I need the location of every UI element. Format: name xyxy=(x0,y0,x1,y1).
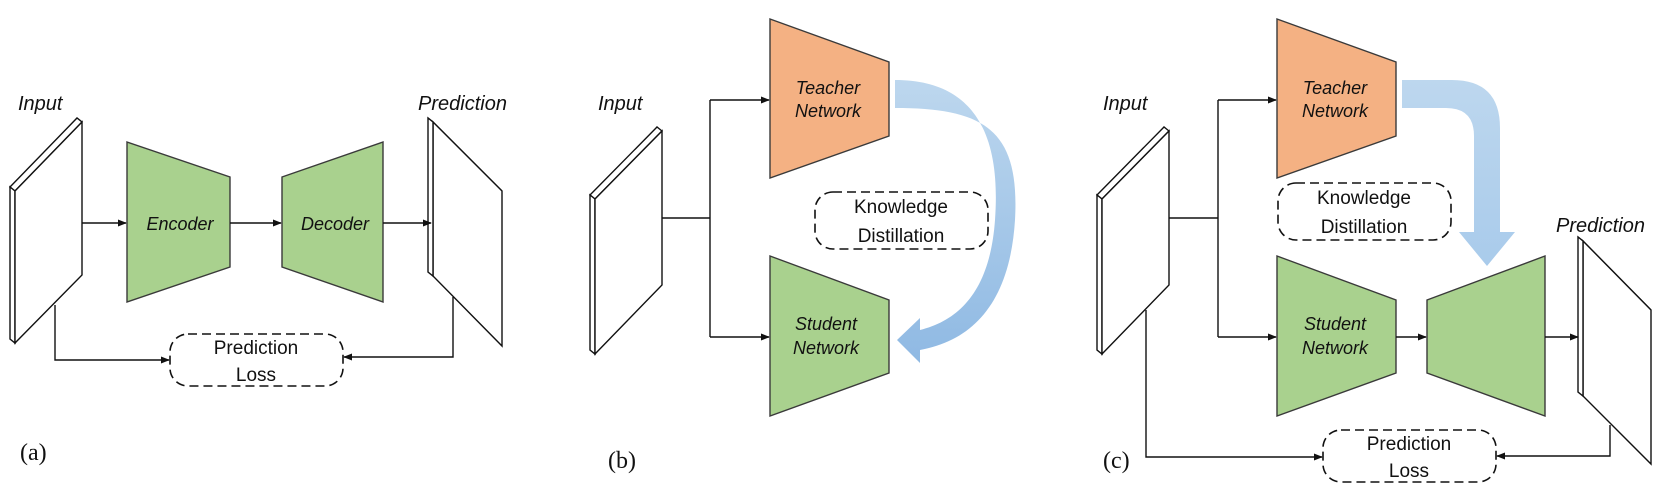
panel-b-kd-line2: Distillation xyxy=(858,226,945,247)
panel-b-input-plane xyxy=(588,126,664,356)
panel-c-kd-line1: Knowledge xyxy=(1317,188,1411,209)
panel-c-loss-line1: Prediction xyxy=(1367,434,1452,455)
panel-c-student-line1: Student xyxy=(1304,314,1367,334)
panel-b-kd-box xyxy=(814,191,989,250)
panel-c-teacher-block xyxy=(1276,18,1397,179)
decoder-block xyxy=(281,141,384,303)
panel-c-loss-box xyxy=(1322,429,1497,483)
panel-c-prediction-label: Prediction xyxy=(1556,215,1645,237)
panel-c-kd-box xyxy=(1277,182,1452,241)
panel-c-teacher-line2: Network xyxy=(1302,101,1369,121)
encoder-block xyxy=(126,141,231,303)
panel-c-input-plane xyxy=(1095,126,1171,356)
encoder-label: Encoder xyxy=(146,214,214,234)
panel-a: Input Prediction Encoder Decoder Predict… xyxy=(8,93,507,466)
panel-c-student-line2: Network xyxy=(1302,338,1369,358)
panel-c-student-block xyxy=(1276,254,1397,417)
decoder-label: Decoder xyxy=(301,214,370,234)
panel-c-kd-arrow xyxy=(1402,80,1515,266)
panel-c-prediction-plane xyxy=(1577,235,1652,466)
panel-c-input-label: Input xyxy=(1103,93,1149,115)
panel-b-student-block xyxy=(769,254,890,417)
panel-c-loss-line2: Loss xyxy=(1389,461,1429,482)
panel-b-input-label: Input xyxy=(598,93,644,115)
arrow-input-to-loss xyxy=(54,305,170,364)
panel-a-loss-line2: Loss xyxy=(236,365,276,386)
panel-b-teacher-block xyxy=(769,18,890,179)
panel-a-prediction-plane xyxy=(427,116,503,348)
panel-a-loss-line1: Prediction xyxy=(214,338,299,359)
panel-c-kd-line2: Distillation xyxy=(1321,217,1408,238)
panel-b-teacher-line2: Network xyxy=(795,101,862,121)
panel-c-caption: (c) xyxy=(1103,448,1130,474)
panel-b-teacher-line1: Teacher xyxy=(796,78,861,98)
panel-c-arrow-prediction-to-loss xyxy=(1496,425,1611,460)
panel-c: Input Prediction Teacher Network Student… xyxy=(1095,18,1652,483)
panel-a-input-plane xyxy=(8,117,84,345)
panel-b-kd-line1: Knowledge xyxy=(854,197,948,218)
panel-a-loss-box xyxy=(169,333,344,387)
panel-c-teacher-line1: Teacher xyxy=(1303,78,1368,98)
panel-b-student-line1: Student xyxy=(795,314,858,334)
panel-b: Input Teacher Network Student Network Kn… xyxy=(588,18,1016,474)
panel-a-input-label: Input xyxy=(18,93,64,115)
panel-a-caption: (a) xyxy=(20,440,47,466)
panel-c-arrow-input-to-loss xyxy=(1145,310,1323,461)
panel-b-kd-arrow xyxy=(895,80,1016,363)
panel-b-student-line2: Network xyxy=(793,338,860,358)
panel-c-decoder-block xyxy=(1426,254,1546,418)
panel-b-caption: (b) xyxy=(608,448,636,474)
panel-a-prediction-label: Prediction xyxy=(418,93,507,115)
arrow-prediction-to-loss xyxy=(343,297,454,361)
